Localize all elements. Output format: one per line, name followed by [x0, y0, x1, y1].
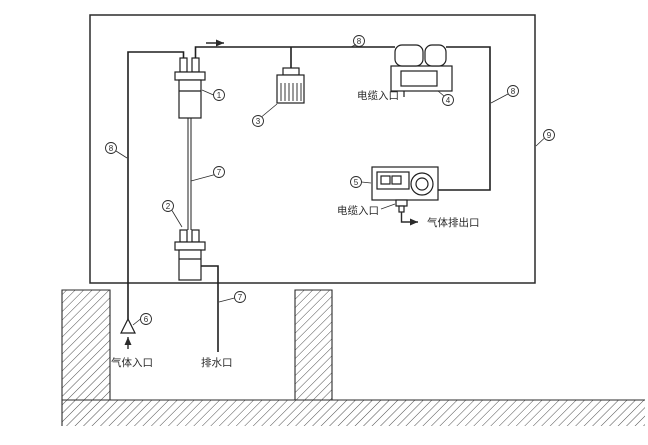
svg-text:8: 8: [109, 144, 114, 153]
svg-text:4: 4: [446, 96, 451, 105]
pipe-top: [194, 46, 395, 58]
detector-component-5: [371, 166, 439, 213]
callout-1: 1: [213, 89, 225, 101]
separator1-body: [178, 79, 202, 119]
label-drain-outlet: 排水口: [201, 356, 233, 369]
callout-8-left: 8: [105, 142, 117, 154]
wall-right-hatch: [294, 289, 333, 400]
callout-7-tube: 7: [213, 166, 225, 178]
separator2-nipple-right: [191, 229, 200, 243]
svg-text:3: 3: [256, 117, 261, 126]
inlet-valve-component-6: [120, 317, 136, 334]
svg-text:1: 1: [217, 91, 222, 100]
floor-hatch: [62, 400, 645, 426]
svg-text:7: 7: [217, 168, 222, 177]
filter3-mesh: [280, 83, 302, 101]
svg-text:2: 2: [166, 202, 171, 211]
callout-7-drain: 7: [234, 291, 246, 303]
detector5-outlet-stem: [398, 205, 405, 213]
svg-text:8: 8: [511, 87, 516, 96]
detector5-button-left: [380, 175, 391, 185]
label-cable-inlet-top: 电缆入口: [357, 89, 399, 102]
callout-6: 6: [140, 313, 152, 325]
separator-bottom-component-2: [174, 229, 206, 281]
filter3-neck: [282, 67, 300, 76]
pump4-head-right: [424, 44, 447, 67]
wall-left-hatch: [61, 289, 111, 400]
callouts: 1 2 3 4 5 6 7 7 8 8 8 9: [105, 35, 555, 325]
ground-structure: [61, 289, 645, 426]
separator1-nipple-left: [179, 57, 188, 73]
callout-2: 2: [162, 200, 174, 212]
callout-8-right: 8: [507, 85, 519, 97]
filter3-body: [276, 74, 305, 104]
svg-text:5: 5: [354, 178, 359, 187]
equipment-enclosure: [89, 14, 536, 284]
svg-text:7: 7: [238, 293, 243, 302]
callout-3: 3: [252, 115, 264, 127]
detector5-button-right: [391, 175, 402, 185]
svg-text:9: 9: [547, 131, 552, 140]
piping: [127, 46, 491, 352]
pump4-head-left: [394, 44, 424, 67]
separator1-nipple-right: [191, 57, 200, 73]
callout-5: 5: [350, 176, 362, 188]
floor-edge-line: [61, 399, 645, 426]
separator1-flange: [174, 71, 206, 81]
separator2-flange: [174, 241, 206, 251]
label-gas-inlet: 气体入口: [111, 356, 153, 369]
callout-8-top: 8: [353, 35, 365, 47]
label-gas-outlet: 气体排出口: [427, 216, 480, 229]
filter-component-3: [276, 67, 305, 104]
callout-4: 4: [442, 94, 454, 106]
separator-top-component-1: [174, 57, 206, 119]
capillary-tube: [187, 118, 192, 230]
pipe-left: [127, 51, 185, 319]
svg-text:8: 8: [357, 37, 362, 46]
separator2-nipple-left: [179, 229, 188, 243]
svg-text:6: 6: [144, 315, 149, 324]
detector5-dial-inner: [415, 177, 429, 191]
callout-9: 9: [543, 129, 555, 141]
gas-outlet-arrow-icon: [400, 212, 418, 226]
label-cable-inlet-bottom: 电缆入口: [337, 204, 379, 217]
pump4-plate: [400, 70, 438, 87]
detector5-outlet-fitting: [395, 199, 408, 207]
callout-leaders: [115, 44, 545, 326]
pipe-right: [438, 46, 491, 191]
pump-component-4: [390, 44, 453, 97]
drain-pipe: [201, 265, 219, 352]
separator2-body: [178, 249, 202, 281]
